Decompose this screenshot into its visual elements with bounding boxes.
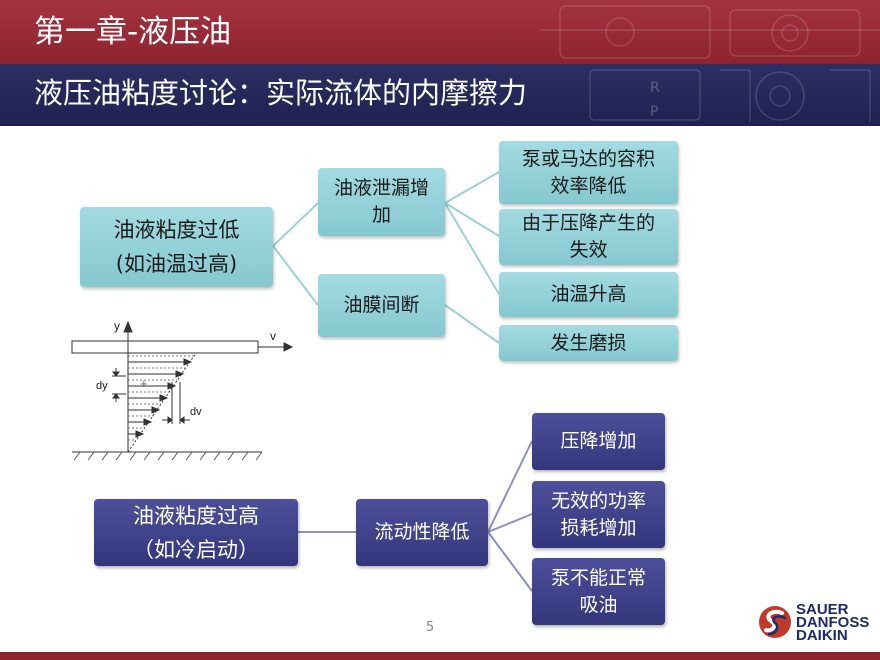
leaf-pump-suction-failure: 泵不能正常 吸油 bbox=[532, 558, 665, 625]
leaf2-line2: 失效 bbox=[569, 239, 608, 261]
root-low-line1: 油液粘度过低 bbox=[113, 218, 240, 242]
bottom-bar bbox=[0, 652, 880, 660]
company-logo: SAUER DANFOSS DAIKIN bbox=[758, 601, 876, 644]
slide-subtitle: 液压油粘度讨论：实际流体的内摩擦力 bbox=[34, 76, 528, 110]
leak-line1: 油液泄漏增 bbox=[333, 177, 429, 199]
lower-leaf1-label: 压降增加 bbox=[560, 430, 637, 452]
lower-leaf2-line2: 损耗增加 bbox=[560, 516, 637, 539]
chapter-title: 第一章-液压油 bbox=[34, 14, 232, 50]
leaf-power-loss-increase: 无效的功率 损耗增加 bbox=[532, 481, 665, 548]
leaf-pressure-drop-increase: 压降增加 bbox=[532, 413, 665, 470]
flowability-label: 流动性降低 bbox=[374, 521, 470, 543]
subtitle-header-bar bbox=[0, 64, 880, 126]
plus-mark: + bbox=[140, 376, 148, 391]
header-engine-watermark: R P bbox=[540, 5, 880, 122]
leaf2-line1: 由于压降产生的 bbox=[521, 212, 655, 234]
root-node-high-viscosity: 油液粘度过高 （如冷启动） bbox=[94, 499, 298, 566]
leaf-pressure-drop-failure: 由于压降产生的 失效 bbox=[499, 209, 678, 265]
axis-y-label: y bbox=[114, 319, 120, 333]
leaf1-line1: 泵或马达的容积 bbox=[521, 147, 655, 170]
leak-line2: 加 bbox=[371, 204, 391, 226]
logo-s-icon bbox=[759, 606, 791, 638]
film-label: 油膜间断 bbox=[343, 294, 420, 316]
lower-leaf2-line1: 无效的功率 bbox=[550, 489, 646, 512]
root-high-line1: 油液粘度过高 bbox=[133, 503, 259, 528]
svg-text:R: R bbox=[650, 80, 660, 96]
leaf-volumetric-efficiency: 泵或马达的容积 效率降低 bbox=[499, 141, 678, 204]
axis-v-label: v bbox=[270, 329, 276, 343]
node-oil-leak-increase: 油液泄漏增 加 bbox=[318, 168, 445, 236]
logo-line3: DAIKIN bbox=[796, 627, 848, 644]
root-node-low-viscosity: 油液粘度过低 (如油温过高) bbox=[80, 207, 273, 287]
leaf1-line2: 效率降低 bbox=[550, 174, 627, 197]
lower-leaf3-line2: 吸油 bbox=[579, 593, 618, 616]
node-reduced-flowability: 流动性降低 bbox=[356, 499, 488, 566]
lower-leaf3-line1: 泵不能正常 bbox=[550, 566, 646, 589]
root-high-line2: （如冷启动） bbox=[133, 537, 259, 562]
leaf-wear: 发生磨损 bbox=[499, 325, 678, 361]
dv-label: dv bbox=[190, 406, 202, 418]
leaf4-label: 发生磨损 bbox=[550, 331, 627, 354]
logo-line1: SAUER bbox=[796, 601, 849, 618]
leaf-oil-temp-rise: 油温升高 bbox=[499, 272, 678, 317]
logo-line2: DANFOSS bbox=[796, 614, 870, 631]
chapter-header-bar bbox=[0, 0, 880, 64]
svg-text:P: P bbox=[650, 104, 658, 120]
page-number: 5 bbox=[425, 620, 435, 635]
node-oil-film-break: 油膜间断 bbox=[318, 274, 445, 337]
dy-label: dy bbox=[96, 380, 108, 392]
root-low-line2: (如油温过高) bbox=[115, 252, 238, 276]
leaf3-label: 油温升高 bbox=[550, 283, 627, 305]
velocity-profile-figure: y v dy dv + bbox=[71, 319, 294, 461]
